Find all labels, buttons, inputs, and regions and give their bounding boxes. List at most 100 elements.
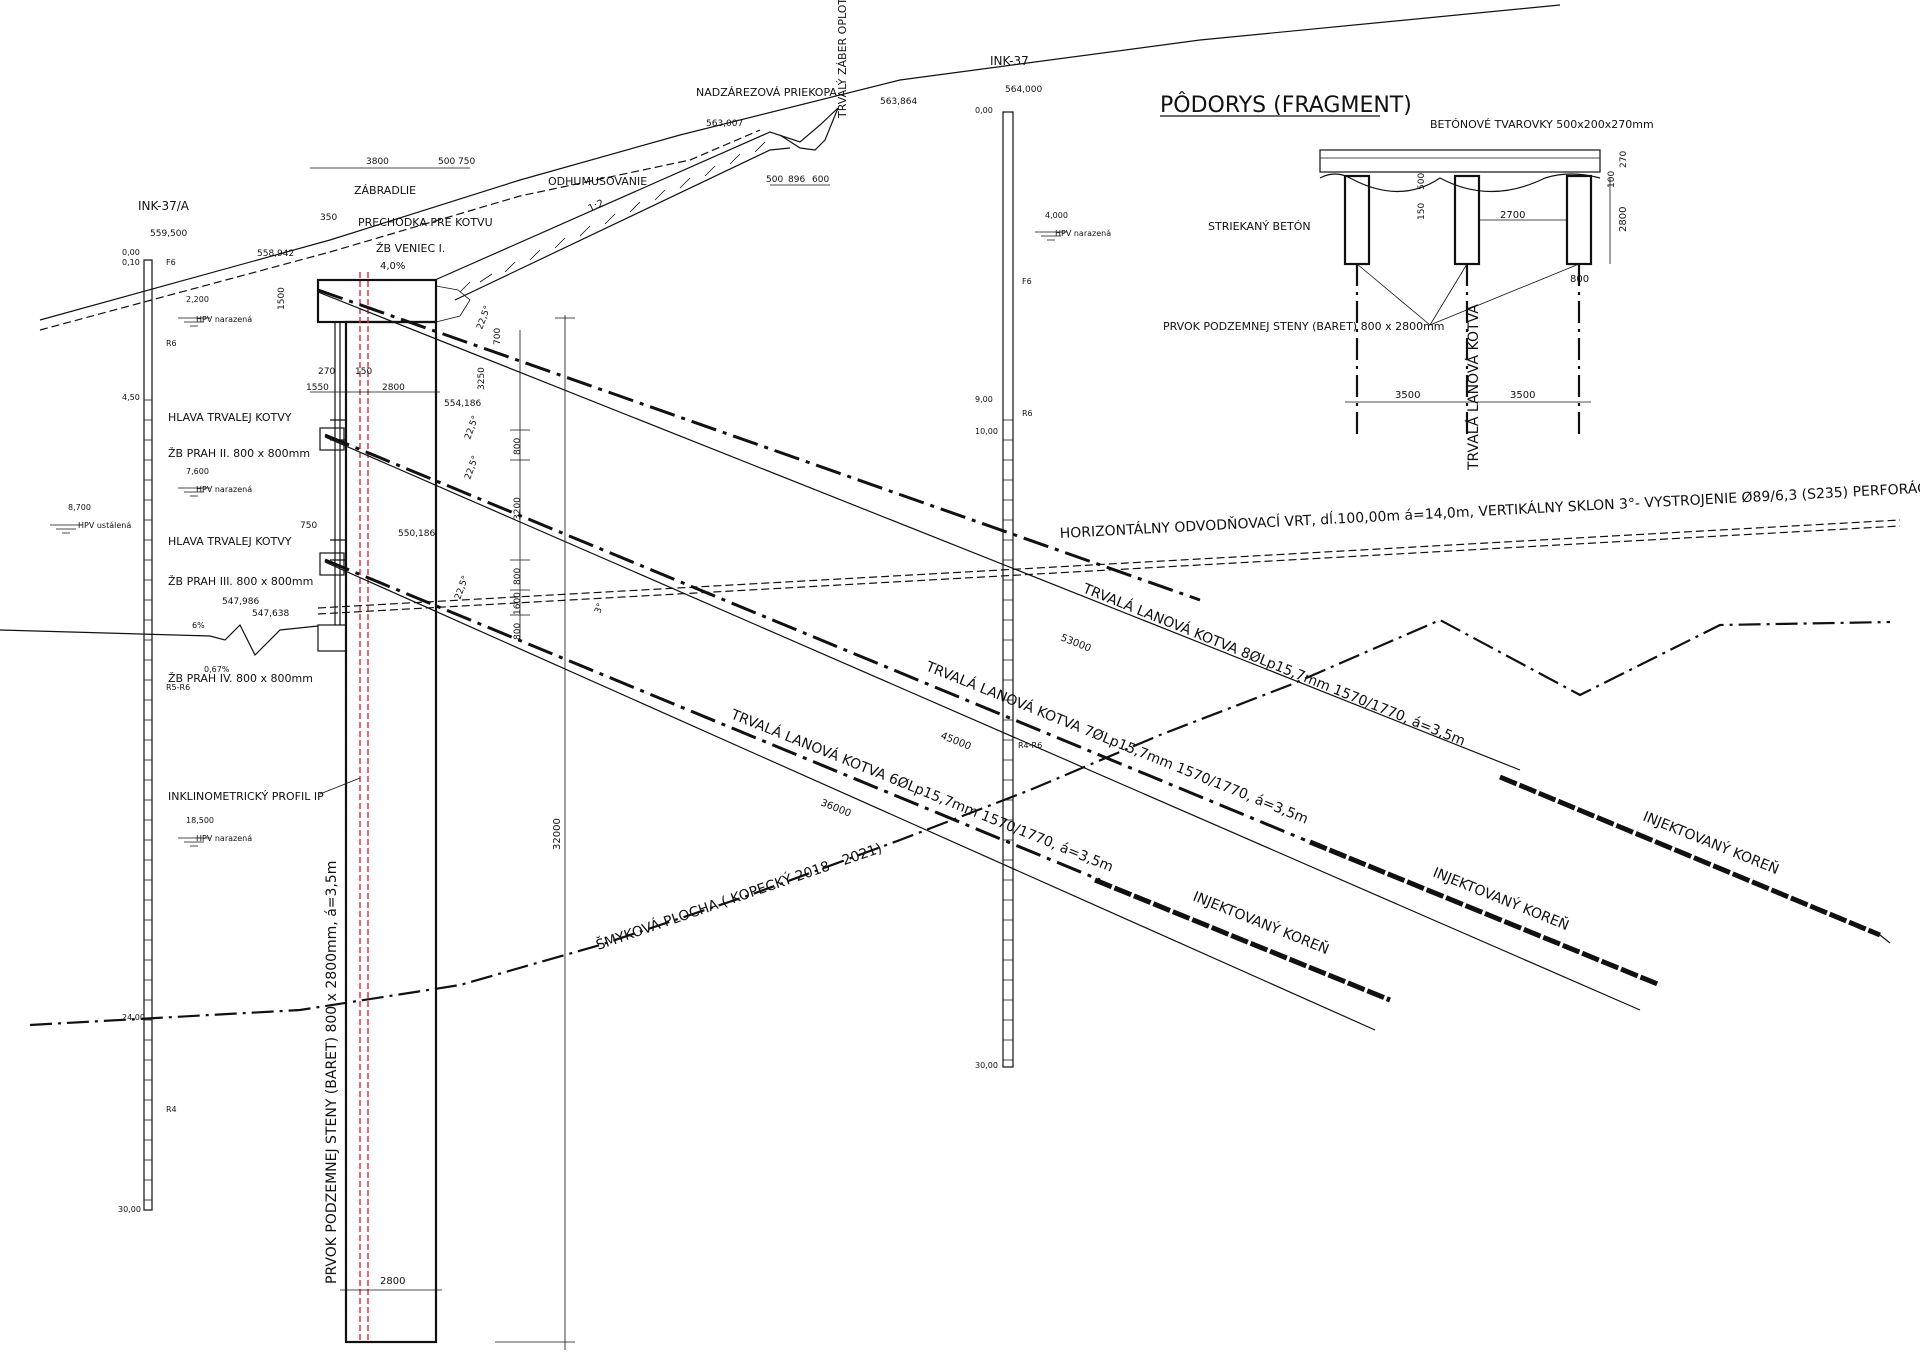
gw-4-depth: 18,500 (186, 816, 214, 825)
borehole-left-r4: R4 (166, 1105, 177, 1114)
gw-5-text: HPV narazená (1055, 229, 1111, 238)
borehole-left (143, 259, 153, 1211)
dim-800a: 800 (513, 438, 523, 455)
sill-3 (319, 552, 345, 576)
plan-dim-800-text: 800 (1570, 274, 1589, 285)
borehole-left-top-level: 559,500 (150, 229, 187, 239)
borehole-left-d000: 0,00 (122, 248, 140, 257)
label-fence: TRVALÝ ZÁBER OPLOTENIE (836, 0, 849, 119)
label-len-36000: 36000 (819, 798, 853, 820)
gw-5-depth: 4,000 (1045, 211, 1068, 220)
borehole-left-d450: 4,50 (122, 393, 140, 402)
dim-2800: 2800 (382, 383, 405, 393)
borehole-right-d000: 0,00 (975, 106, 993, 115)
borehole-right-d900: 9,00 (975, 395, 993, 404)
anchor-8-root (1499, 774, 1881, 938)
gw-2-text: HPV narazená (196, 485, 252, 494)
gw-4-text: HPV narazená (196, 834, 252, 843)
dim-3800: 3800 (366, 157, 389, 167)
label-crown-beam: ŽB VENIEC I. (376, 242, 445, 255)
terrain-line-upper (39, 4, 1561, 321)
drain-borehole-line-2 (317, 525, 1901, 615)
dim-angle-225b: 22,5° (463, 455, 481, 481)
plan-fragment (1319, 149, 1611, 440)
plan-leader-3 (1429, 263, 1580, 326)
borehole-right-d3000: 30,00 (975, 1061, 998, 1070)
label-ditch: NADZÁREZOVÁ PRIEKOPA (696, 86, 837, 99)
plan-leader-1 (1356, 263, 1431, 326)
dim-3250: 3250 (477, 367, 487, 390)
plan-anchor-label: TRVALÁ LANOVÁ KOTVA (1465, 304, 1482, 471)
dim-2800-bottom: 2800 (380, 1276, 405, 1287)
ditch-shape (779, 107, 839, 151)
anchor-6-axis (324, 561, 1376, 1031)
borehole-left-d2400: 24,00 (122, 1013, 145, 1022)
label-railing: ZÁBRADLIE (354, 184, 416, 197)
dim-angle-225a: 22,5° (475, 305, 493, 331)
label-sill-3: ŽB PRAH III. 800 x 800mm (168, 575, 313, 588)
plan-dim-3500a-text: 3500 (1395, 390, 1420, 401)
plan-dim-2700-text: 2700 (1500, 210, 1525, 221)
drain-borehole-line-1 (317, 519, 1901, 609)
plan-baret-label: PRVOK PODZEMNEJ STENY (BARET) 800 x 2800… (1163, 320, 1445, 333)
dim-150: 150 (355, 367, 372, 377)
excavation-slope (434, 107, 839, 281)
gw-symbol-3 (50, 524, 82, 534)
borehole-left-d010: 0,10 (122, 258, 140, 267)
label-wall: PRVOK PODZEMNEJ STENY (BARET) 800 x 2800… (324, 861, 340, 1284)
borehole-left-d3000: 30,00 (118, 1205, 141, 1214)
gw-symbol-1 (178, 317, 210, 327)
gw-3-text: HPV ustálená (78, 521, 131, 530)
borehole-right-f6: F6 (1022, 277, 1032, 286)
gw-1-text: HPV narazená (196, 315, 252, 324)
level-547986: 547,986 (222, 597, 259, 607)
borehole-left-r56: R5-R6 (166, 683, 190, 692)
label-anchor-8: TRVALÁ LANOVÁ KOTVA 8ØLp15,7mm 1570/1770… (1080, 580, 1468, 750)
dim-896: 896 (788, 175, 805, 185)
label-drain: HORIZONTÁLNY ODVODŇOVACÍ VRT, dĺ.100,00m… (1059, 476, 1920, 542)
level-550186: 550,186 (398, 529, 435, 539)
borehole-right-name: INK-37 (990, 54, 1029, 68)
borehole-right-d1000: 10,00 (975, 427, 998, 436)
anchor-7-free-length (324, 433, 1306, 842)
crown-beam-fill (435, 285, 471, 323)
label-humus: ODHUMUSOVANIE (548, 175, 647, 188)
borehole-left-r6: R6 (166, 339, 177, 348)
dim-600: 600 (812, 175, 829, 185)
label-head-2: HLAVA TRVALEJ KOTVY (168, 535, 292, 548)
label-head-1: HLAVA TRVALEJ KOTVY (168, 411, 292, 424)
anchor-7-root (1309, 839, 1661, 988)
borehole-right-r46: R4-R6 (1018, 741, 1042, 750)
anchor-6-root (1094, 877, 1391, 1003)
plan-baret-3 (1565, 174, 1593, 266)
label-sill-2: ŽB PRAH II. 800 x 800mm (168, 447, 310, 460)
dim-350: 350 (320, 213, 337, 223)
ground-line-left (0, 623, 319, 657)
plan-baret-1 (1343, 174, 1371, 266)
borehole-left-name: INK-37/A (138, 199, 190, 213)
level-558942: 558,942 (257, 249, 294, 259)
dim-067pct: 0,67% (204, 665, 230, 674)
level-grade: 4,0% (380, 261, 405, 272)
dim-1600: 1600 (513, 592, 523, 615)
dim-500b: 500 (766, 175, 783, 185)
label-slip-surface: ŠMYKOVÁ PLOCHA ( KOPECKÝ 2018 - 2021) (593, 839, 884, 954)
dim-750: 750 (458, 157, 475, 167)
anchor-8-free-length (317, 288, 1201, 602)
level-563007: 563,007 (706, 119, 743, 129)
dim-750b: 750 (300, 521, 317, 531)
sill-2 (319, 427, 345, 451)
dim-500: 500 (438, 157, 455, 167)
dim-6pct: 6% (192, 621, 205, 630)
excavation-slope-lower (454, 147, 791, 301)
plan-formwork-band (1319, 149, 1601, 173)
label-anchor-passage: PRECHODKA PRE KOTVU (358, 216, 493, 229)
leader-inclinometer (319, 777, 361, 795)
dim-1550: 1550 (306, 383, 329, 393)
dim-angle-3deg: 3° (593, 602, 606, 615)
dim-1500: 1500 (277, 287, 287, 310)
gw-1-depth: 2,200 (186, 295, 209, 304)
label-sill-4: ŽB PRAH IV. 800 x 800mm (168, 672, 313, 685)
level-554186: 554,186 (444, 399, 481, 409)
gw-2-depth: 7,600 (186, 467, 209, 476)
